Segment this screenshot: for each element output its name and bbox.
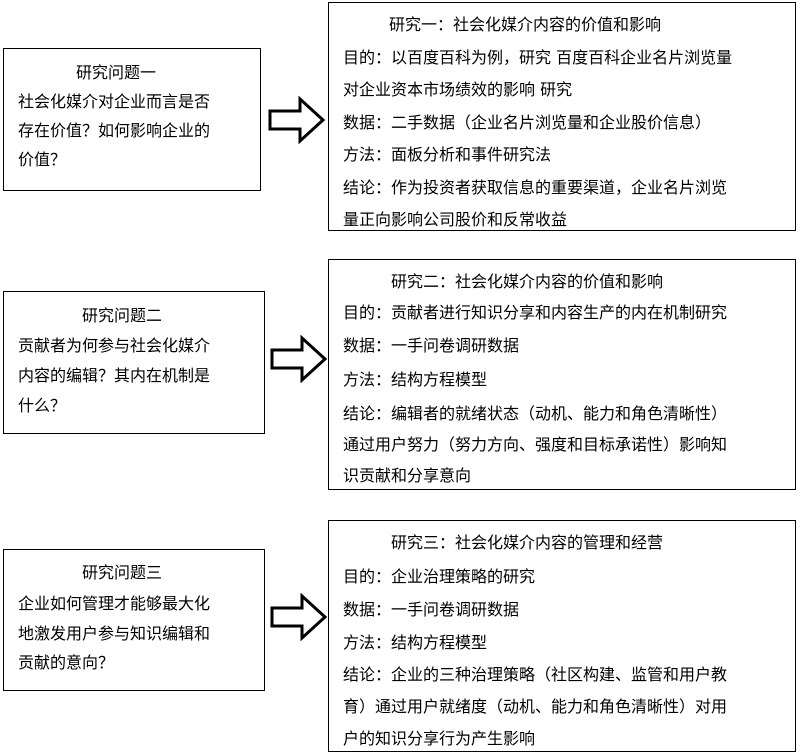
question-title-3: 研究问题三 — [82, 563, 163, 582]
study-box-3: 研究三：社会化媒介内容的管理和经营 目的：企业治理策略的研究 数据：一手问卷调研… — [328, 520, 796, 752]
study-line: 数据：二手数据（企业名片浏览量和企业股价信息） — [343, 113, 712, 132]
question-line: 社会化媒介对企业而言是否 — [18, 92, 211, 111]
question-line: 价值？ — [18, 150, 67, 169]
study-line: 户的知识分享行为产生影响 — [343, 729, 536, 748]
study-line: 方法：结构方程模型 — [343, 633, 488, 652]
question-line: 企业如何管理才能够最大化 — [18, 594, 211, 613]
study-title-1: 研究一：社会化媒介内容的价值和影响 — [389, 15, 662, 34]
question-box-2: 研究问题二 贡献者为何参与社会化媒介 内容的编辑？其内在机制是 什么？ — [3, 291, 265, 434]
question-title-1: 研究问题一 — [76, 63, 157, 82]
question-box-1: 研究问题一 社会化媒介对企业而言是否 存在价值？如何影响企业的 价值？ — [3, 48, 261, 191]
study-line: 量正向影响公司股价和反常收益 — [343, 210, 568, 229]
question-line: 贡献者为何参与社会化媒介 — [18, 336, 211, 355]
right-arrow-icon — [270, 335, 328, 383]
question-title-2: 研究问题二 — [82, 306, 163, 325]
question-line: 存在价值？如何影响企业的 — [18, 121, 211, 140]
study-line: 数据：一手问卷调研数据 — [343, 600, 520, 619]
question-line: 什么？ — [18, 396, 67, 415]
study-line: 方法：结构方程模型 — [343, 370, 488, 389]
question-box-3: 研究问题三 企业如何管理才能够最大化 地激发用户参与知识编辑和 贡献的意向？ — [3, 549, 265, 691]
study-title-3: 研究三：社会化媒介内容的管理和经营 — [391, 533, 664, 552]
study-line: 结论：编辑者的就绪状态（动机、能力和角色清晰性） — [343, 404, 728, 423]
question-line: 地激发用户参与知识编辑和 — [18, 624, 211, 643]
study-box-1: 研究一：社会化媒介内容的价值和影响 目的：以百度百科为例，研究 百度百科企业名片… — [328, 2, 796, 231]
study-line: 方法：面板分析和事件研究法 — [343, 145, 552, 164]
study-line: 目的：贡献者进行知识分享和内容生产的内在机制研究 — [343, 303, 728, 322]
study-line: 结论：作为投资者获取信息的重要渠道，企业名片浏览 — [343, 178, 728, 197]
study-line: 识贡献和分享意向 — [343, 466, 472, 485]
study-title-2: 研究二：社会化媒介内容的价值和影响 — [391, 272, 664, 291]
question-line: 内容的编辑？其内在机制是 — [18, 366, 211, 385]
question-line: 贡献的意向？ — [18, 653, 115, 672]
study-line: 目的：以百度百科为例，研究 百度百科企业名片浏览量 — [343, 48, 733, 67]
study-line: 目的：企业治理策略的研究 — [343, 567, 536, 586]
study-line: 对企业资本市场绩效的影响 研究 — [343, 80, 573, 99]
study-line: 通过用户努力（努力方向、强度和目标承诺性）影响知 — [343, 435, 728, 454]
study-line: 结论：企业的三种治理策略（社区构建、监管和用户教 — [343, 665, 728, 684]
right-arrow-icon — [268, 96, 326, 144]
study-line: 数据：一手问卷调研数据 — [343, 336, 520, 355]
study-line: 育）通过用户就绪度（动机、能力和角色清晰性）对用 — [343, 697, 728, 716]
right-arrow-icon — [270, 593, 328, 641]
study-box-2: 研究二：社会化媒介内容的价值和影响 目的：贡献者进行知识分享和内容生产的内在机制… — [328, 259, 796, 490]
